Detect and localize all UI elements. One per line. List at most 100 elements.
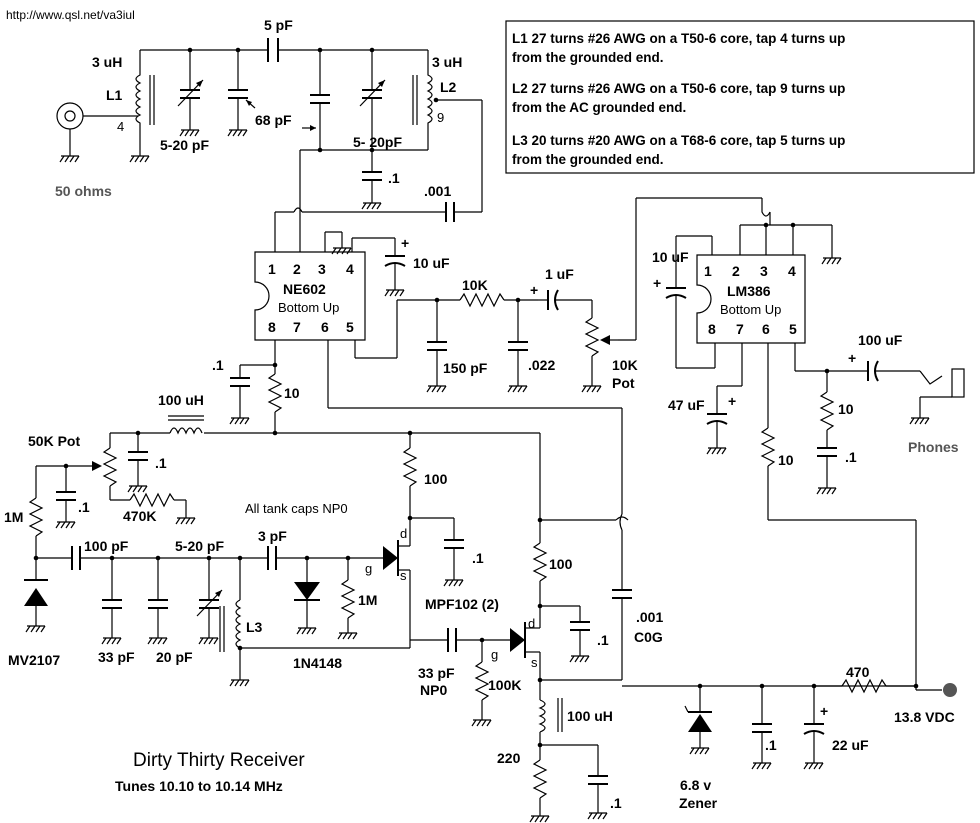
ne602-label: NE602 [283,281,326,297]
ne602-pin1: 1 [268,261,276,277]
note-l3-line1: L3 20 turns #20 AWG on a T68-6 core, tap… [512,133,845,148]
c-47uf-label: 47 uF [668,397,705,413]
c-33pf-b-label: 33 pF [418,665,455,681]
c-01-c-label: .1 [212,357,224,373]
c-5pf-label: 5 pF [264,17,293,33]
c-10uf-a-label: 10 uF [413,255,450,271]
l3-label: L3 [246,619,263,635]
jfet2-s: s [531,655,538,670]
c-01-i-label: .1 [765,737,777,753]
r-10-c-label: 10 [284,385,300,401]
ne602-pin5: 5 [346,319,354,335]
input-filter: 50 ohms 3 uH L1 4 5 pF 5-20 pF [55,17,483,252]
diagram-subtitle: Tunes 10.10 to 10.14 MHz [115,778,283,794]
lm386-pin8: 8 [708,321,716,337]
l2-coil [426,50,433,150]
cog-label: C0G [634,629,663,645]
phones-label: Phones [908,439,959,455]
zener-label-b: Zener [679,795,718,811]
l1-label: L1 [106,87,123,103]
c-68pf-label: 68 pF [255,112,292,128]
audio-filter: 150 pF 10K .022 + 1 uF 10K Pot [426,197,762,393]
source-url: http://www.qsl.net/va3iul [6,8,135,22]
r-10-supply [760,427,776,467]
c-001-a-label: .001 [424,183,451,199]
c-001-b-label: .001 [636,609,663,625]
ne602-pin4: 4 [346,261,354,277]
r-10k [459,292,505,308]
l2-label: L2 [440,79,457,95]
c-022-label: .022 [528,357,555,373]
lm386-pin4: 4 [788,263,796,279]
l1-coil [135,50,142,148]
l3-coil [235,599,242,672]
zener-label-a: 6.8 v [680,777,711,793]
c-01-a-label: .1 [388,170,400,186]
c-22uf-label: 22 uF [832,737,869,753]
power-terminal [943,683,957,697]
c-10uf-a-plus: + [401,235,409,251]
d-1n4148-label: 1N4148 [293,655,342,671]
diagram-title: Dirty Thirty Receiver [133,750,305,771]
jfet1-d: d [400,526,407,541]
ne602-pin6: 6 [321,319,329,335]
note-l1-line2: from the grounded end. [512,50,664,65]
jfet1-g: g [365,561,372,576]
coil-notes-box: L1 27 turns #26 AWG on a T50-6 core, tap… [505,20,975,174]
c-01-h-label: .1 [610,795,622,811]
lm386-pin3: 3 [760,263,768,279]
r-100k-label: 100K [488,677,521,693]
c-100uf-label: 100 uF [858,332,903,348]
c-100pf-label: 100 pF [84,538,129,554]
r-470k-label: 470K [123,508,156,524]
phones-jack [919,370,943,385]
mpf-label: MPF102 (2) [425,596,499,612]
pot-10k [584,317,600,357]
lm386-pin5: 5 [789,321,797,337]
choke-100uh-b [538,699,546,733]
l2-inductance: 3 uH [432,54,462,70]
c-1uf-label: 1 uF [545,266,574,282]
c-47uf-plus: + [728,393,736,409]
c-01-e-label: .1 [78,499,90,515]
c-150pf-label: 150 pF [443,360,488,376]
pot-10k-label-a: 10K [612,357,638,373]
c-5-20-c-label: 5-20 pF [175,538,224,554]
c-10uf-b-label: 10 uF [652,249,689,265]
note-l2-line2: from the AC grounded end. [512,100,686,115]
ne602-pin8: 8 [268,319,276,335]
c-33pf-a-label: 33 pF [98,649,135,665]
c-20pf-label: 20 pF [156,649,193,665]
ne602-mixer: 1 2 3 4 NE602 Bottom Up 8 7 6 5 + 10 uF [254,231,460,408]
vdc-label: 13.8 VDC [894,709,955,725]
lm386-pin1: 1 [704,263,712,279]
lm386-bottom-up: Bottom Up [720,302,781,317]
choke-100uh-a [169,427,203,435]
r-1m-a-label: 1M [4,509,23,525]
c-22uf-plus: + [820,703,828,719]
ne602-pin7: 7 [293,319,301,335]
pot-10k-label-b: Pot [612,375,635,391]
l-100uh-b-label: 100 uH [567,708,613,724]
c-100uf-plus: + [848,350,856,366]
l1-inductance: 3 uH [92,54,122,70]
note-l2-line1: L2 27 turns #26 AWG on a T50-6 core, tap… [512,81,845,96]
r-10k-label: 10K [462,277,488,293]
mv2107-label: MV2107 [8,652,60,668]
power-supply: 6.8 v Zener .1 + 22 uF 470 13.8 VDC [622,664,957,811]
r-1m-b-label: 1M [358,592,377,608]
lm386-pin6: 6 [762,321,770,337]
r-470-label: 470 [846,664,870,680]
jfet2-d: d [528,616,535,631]
c-01-f-label: .1 [472,550,484,566]
c-01-g-label: .1 [597,632,609,648]
vfo-section: .1 10 100 uH .1 50K Pot [4,357,663,823]
r-100-b-label: 100 [549,556,573,572]
r-100-a-label: 100 [424,471,448,487]
ne602-pin2: 2 [293,261,301,277]
note-l1-line1: L1 27 turns #26 AWG on a T50-6 core, tap… [512,31,845,46]
c-5-20-a-label: 5-20 pF [160,137,209,153]
l2-tap: 9 [437,110,444,125]
tank-note: All tank caps NP0 [245,501,348,516]
